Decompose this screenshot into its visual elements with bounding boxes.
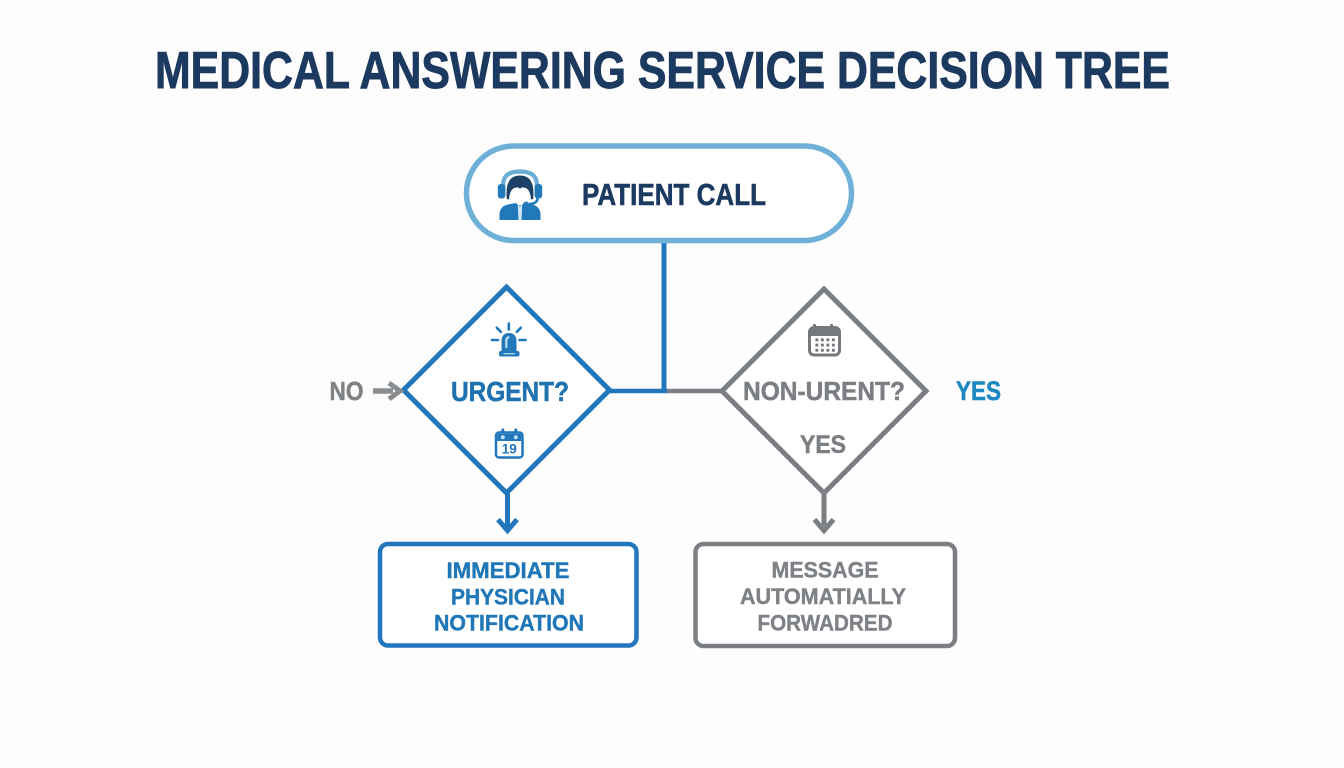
svg-text:NO: NO — [330, 376, 364, 406]
svg-text:IMMEDIATE: IMMEDIATE — [447, 558, 570, 583]
svg-text:URGENT?: URGENT? — [451, 376, 569, 407]
svg-text:YES: YES — [800, 431, 846, 459]
svg-text:PATIENT CALL: PATIENT CALL — [582, 177, 766, 212]
svg-text:MESSAGE: MESSAGE — [772, 558, 879, 583]
svg-text:19: 19 — [502, 442, 517, 457]
svg-text:NOTIFICATION: NOTIFICATION — [434, 611, 584, 636]
svg-text:MEDICAL ANSWERING SERVICE DECI: MEDICAL ANSWERING SERVICE DECISION TREE — [155, 42, 1170, 100]
svg-text:FORWADRED: FORWADRED — [758, 611, 893, 636]
svg-text:YES: YES — [956, 376, 1001, 406]
svg-text:NON-URENT?: NON-URENT? — [743, 376, 905, 406]
svg-text:PHYSICIAN: PHYSICIAN — [451, 584, 565, 609]
svg-text:AUTOMATIALLY: AUTOMATIALLY — [740, 584, 906, 609]
